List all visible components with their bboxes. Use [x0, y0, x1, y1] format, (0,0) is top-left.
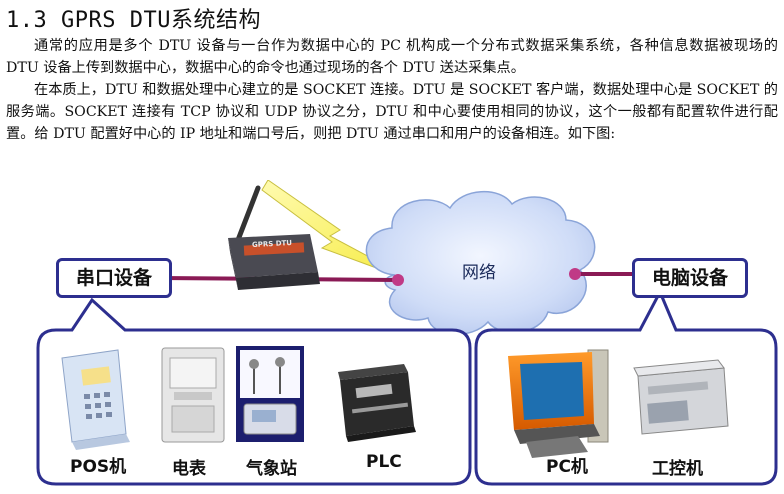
industrial-pc-label: 工控机: [652, 459, 703, 479]
dtu-device: [228, 185, 320, 290]
weather-station-image: [236, 346, 304, 442]
plc-image: [338, 364, 416, 442]
weather-station-label: 气象站: [246, 459, 297, 479]
pc-label: PC机: [546, 457, 588, 477]
meter-label: 电表: [172, 459, 206, 479]
paragraph-1: 通常的应用是多个 DTU 设备与一台作为数据中心的 PC 机构成一个分布式数据采…: [6, 38, 778, 76]
link-right-dot: [569, 268, 581, 280]
plc-label: PLC: [366, 452, 402, 472]
link-left-dot: [392, 274, 404, 286]
industrial-pc-image: [633, 359, 729, 435]
pos-label: POS机: [70, 457, 127, 477]
serial-devices-label: 串口设备: [56, 258, 172, 298]
lightning-bolt: [261, 179, 421, 285]
electricity-meter-image: [161, 347, 225, 443]
paragraph-2: 在本质上，DTU 和数据处理中心建立的是 SOCKET 连接。DTU 是 SOC…: [6, 82, 778, 142]
pc-image: [508, 349, 609, 458]
cloud-label: 网络: [462, 263, 496, 283]
network-cloud: [365, 191, 596, 335]
pos-machine-image: [61, 349, 130, 450]
system-diagram: GPRS DTU 网络 串口设备 电脑设备 POS机 电表 气象站 PLC PC…: [0, 179, 784, 490]
diagram-graphics: [36, 179, 778, 486]
section-heading: 1.3 GPRS DTU系统结构: [6, 8, 261, 33]
computer-devices-label: 电脑设备: [632, 258, 748, 298]
